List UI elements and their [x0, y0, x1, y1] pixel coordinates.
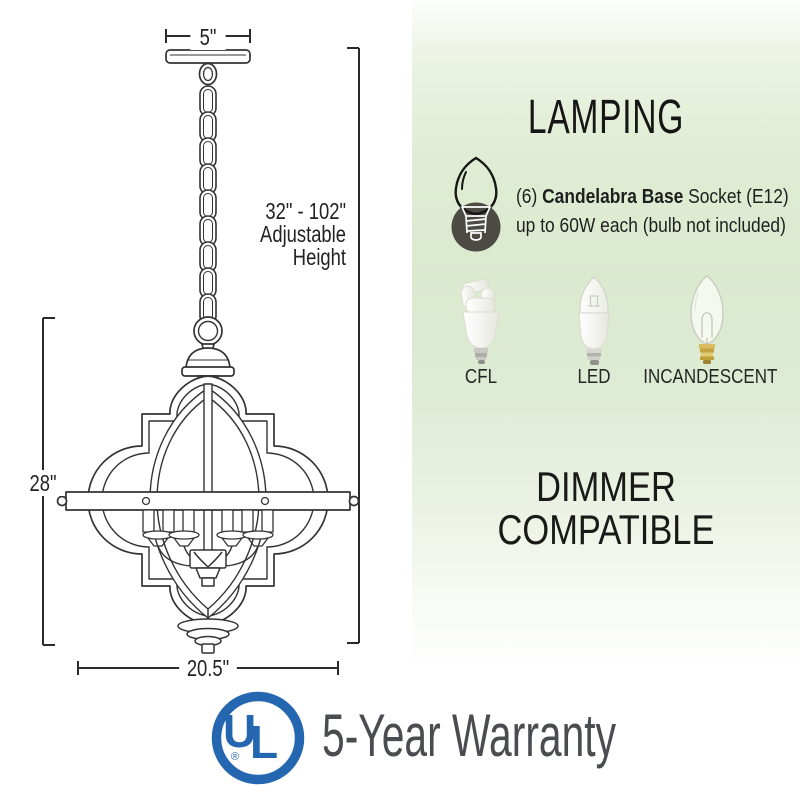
socket-count: (6): [516, 186, 543, 208]
ul-logo-u: U: [223, 705, 256, 757]
dimension-line-adjustable-height: [347, 47, 360, 644]
hanging-loop: [198, 62, 218, 86]
dimmer-compatible-line2: COMPATIBLE: [497, 506, 715, 553]
bulb-label-led: LED: [577, 366, 611, 388]
bottom-finial: [177, 609, 239, 654]
adjustable-height-label: 32" - 102" Adjustable Height: [229, 200, 346, 269]
socket-threads-icon: [460, 206, 492, 241]
candelabra-socket-icon: [451, 156, 501, 252]
ul-registered-mark: ®: [231, 751, 239, 763]
incandescent-bulb-image: [690, 275, 724, 364]
ceiling-canopy: [165, 49, 251, 64]
led-base: [586, 349, 602, 365]
center-hub: [189, 549, 227, 587]
height-range-value: 32" - 102": [265, 198, 346, 224]
center-rod: [203, 383, 213, 553]
chandelier-drawing: [56, 49, 360, 654]
bulb-label-incandescent: INCANDESCENT: [643, 366, 778, 388]
lamping-title: LAMPING: [527, 91, 685, 144]
fixture-width-label: 20.5": [179, 655, 237, 681]
socket-spec-line2: up to 60W each (bulb not included): [516, 215, 786, 237]
cfl-base: [474, 348, 488, 364]
dimmer-compatible-line1: DIMMER: [536, 463, 676, 510]
ul-logo-l: L: [250, 716, 278, 768]
canopy-width-label: 5": [190, 24, 226, 50]
cfl-bulb-image: [460, 278, 500, 364]
bulb-label-cfl: CFL: [464, 366, 498, 388]
height-range-word-height: Height: [292, 244, 346, 270]
socket-circle: [451, 202, 501, 252]
ul-logo: U L ®: [211, 691, 305, 785]
fixture-height-label: 28": [21, 470, 65, 496]
warranty-text: 5-Year Warranty: [322, 702, 617, 769]
top-ring: [193, 316, 223, 346]
center-band: [56, 491, 360, 511]
height-range-word-adjustable: Adjustable: [260, 221, 346, 247]
chain: [199, 85, 217, 325]
bulb-outline-icon: [454, 156, 498, 216]
socket-spec-line1: (6) Candelabra Base Socket (E12): [516, 186, 789, 208]
socket-type: Candelabra Base: [542, 186, 684, 208]
incandescent-base: [699, 344, 715, 364]
socket-suffix: Socket (E12): [683, 186, 789, 208]
led-bulb-image: [578, 276, 610, 365]
